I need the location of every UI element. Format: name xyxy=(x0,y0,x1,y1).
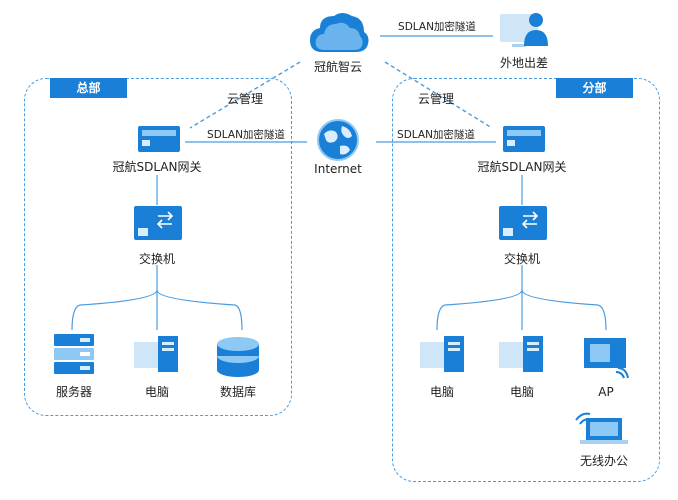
internet-label: Internet xyxy=(314,162,362,176)
br-branch-lines xyxy=(436,289,607,331)
hq-pc-label: 电脑 xyxy=(144,385,170,399)
hq-server-label: 服务器 xyxy=(55,385,93,399)
branch-pc2-label: 电脑 xyxy=(509,385,535,399)
hq-branch-lines xyxy=(71,289,243,331)
tunnel-br-label: SDLAN加密隧道 xyxy=(397,129,475,141)
pc-icon xyxy=(134,336,180,380)
ap-icon xyxy=(584,338,630,386)
mgmt-hq-line xyxy=(189,61,301,129)
branch-gateway-label: 冠航SDLAN网关 xyxy=(477,160,567,174)
globe-icon xyxy=(314,116,362,168)
wireless-laptop-icon xyxy=(572,410,628,450)
branch-gateway-icon xyxy=(503,126,545,160)
tunnel-remote-label: SDLAN加密隧道 xyxy=(398,21,476,33)
hq-gateway-label: 冠航SDLAN网关 xyxy=(112,160,202,174)
server-icon xyxy=(54,334,94,380)
hq-switch-label: 交换机 xyxy=(138,252,176,266)
hq-region xyxy=(24,78,292,416)
branch-pc1-icon xyxy=(420,336,466,380)
remote-label: 外地出差 xyxy=(499,56,549,70)
cloud-icon xyxy=(308,8,370,60)
branch-switch-icon xyxy=(499,206,547,248)
mgmt-br-label: 云管理 xyxy=(417,92,455,106)
hq-gateway-icon xyxy=(138,126,180,160)
mgmt-hq-label: 云管理 xyxy=(226,92,264,106)
branch-region xyxy=(392,78,660,482)
database-icon xyxy=(216,336,260,382)
remote-user-icon xyxy=(498,10,550,56)
branch-pc1-label: 电脑 xyxy=(429,385,455,399)
wireless-label: 无线办公 xyxy=(579,454,629,468)
tunnel-hq-label: SDLAN加密隧道 xyxy=(207,129,285,141)
branch-pc2-icon xyxy=(499,336,545,380)
cloud-label: 冠航智云 xyxy=(313,60,363,74)
hq-switch-icon xyxy=(134,206,182,248)
branch-switch-label: 交换机 xyxy=(503,252,541,266)
hq-db-label: 数据库 xyxy=(219,385,257,399)
branch-tag: 分部 xyxy=(556,78,633,98)
ap-label: AP xyxy=(598,385,614,399)
hq-tag: 总部 xyxy=(50,78,127,98)
